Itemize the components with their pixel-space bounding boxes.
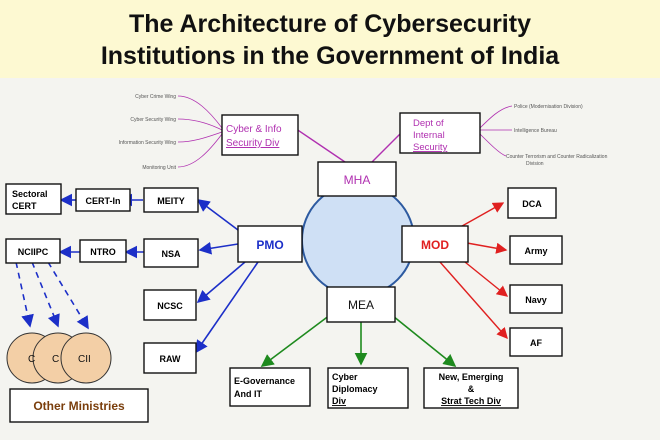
other-ministries-box: Other Ministries bbox=[9, 388, 149, 423]
cyber-security-wing: Cyber Security Wing bbox=[130, 117, 176, 123]
pmo-box: PMO bbox=[237, 225, 303, 263]
e-governance-line-1: E-Governance bbox=[234, 376, 295, 386]
navy-label: Navy bbox=[525, 295, 547, 305]
title-band bbox=[0, 0, 660, 78]
dept-internal-security-line-3: Security bbox=[413, 142, 448, 153]
mea-to-new-emerging-arrow bbox=[387, 311, 457, 368]
monitoring-unit: Monitoring Unit bbox=[142, 165, 176, 171]
cyber-info-wing-lines bbox=[177, 95, 223, 168]
raw-box: RAW bbox=[143, 342, 197, 374]
dca-label: DCA bbox=[522, 199, 542, 209]
cii-circles: C C CII bbox=[6, 332, 112, 384]
new-emerging-line-1: New, Emerging bbox=[439, 372, 504, 382]
cii-circle-1-label: C bbox=[28, 354, 35, 365]
nsa-box: NSA bbox=[143, 238, 199, 268]
pmo-links bbox=[58, 193, 259, 354]
army-box: Army bbox=[509, 235, 563, 265]
internal-security-unit-lines bbox=[479, 105, 513, 157]
mha-links bbox=[278, 117, 413, 163]
pmo-to-raw-arrow bbox=[195, 261, 259, 354]
ncsc-label: NCSC bbox=[157, 301, 183, 311]
counter-terrorism-division-suffix: Division bbox=[526, 161, 544, 167]
intelligence-bureau: Intelligence Bureau bbox=[514, 128, 557, 134]
mea-label: MEA bbox=[348, 298, 374, 312]
cyber-diplomacy-line-3: Div bbox=[332, 396, 346, 406]
nsa-label: NSA bbox=[161, 249, 181, 259]
dept-internal-security-line-2: Internal bbox=[413, 130, 445, 141]
cyber-info-div-line-1: Cyber & Info bbox=[226, 124, 282, 135]
dept-internal-security-box: Dept of Internal Security bbox=[399, 112, 481, 154]
title-line-1: The Architecture of Cybersecurity bbox=[129, 10, 531, 38]
raw-label: RAW bbox=[160, 354, 182, 364]
pmo-to-ncsc-arrow bbox=[196, 261, 246, 304]
nciipc-dashed-links bbox=[15, 261, 89, 330]
cyber-diplomacy-line-2: Diplomacy bbox=[332, 384, 378, 394]
cyber-info-div-line-2: Security Div bbox=[226, 138, 279, 149]
cyber-crime-wing: Cyber Crime Wing bbox=[135, 94, 176, 100]
new-emerging-line-2: & bbox=[468, 384, 475, 394]
counter-terrorism-division: Counter Terrorism and Counter Radicaliza… bbox=[506, 154, 608, 160]
internal-security-units: Police (Modernisation Division) Intellig… bbox=[506, 104, 608, 167]
meity-box: MEITY bbox=[143, 187, 199, 213]
mod-to-army-arrow bbox=[466, 242, 508, 254]
nciipc-box: NCIIPC bbox=[5, 238, 61, 264]
pmo-to-nsa-arrow bbox=[198, 241, 239, 255]
mod-links bbox=[439, 202, 509, 340]
pmo-label: PMO bbox=[256, 238, 283, 252]
cyber-diplomacy-line-1: Cyber bbox=[332, 372, 358, 382]
ntro-box: NTRO bbox=[79, 239, 127, 263]
new-emerging-box: New, Emerging & Strat Tech Div bbox=[423, 367, 519, 409]
sectoral-cert-box: Sectoral CERT bbox=[5, 183, 62, 215]
mea-to-e-governance-arrow bbox=[260, 311, 335, 367]
cii-circle-2-label: C bbox=[52, 354, 59, 365]
navy-box: Navy bbox=[509, 284, 563, 314]
meity-label: MEITY bbox=[157, 196, 185, 206]
mea-box: MEA bbox=[326, 286, 396, 323]
sectoral-cert-line-1: Sectoral bbox=[12, 189, 48, 199]
dca-box: DCA bbox=[507, 187, 557, 219]
ncsc-box: NCSC bbox=[143, 289, 197, 321]
title-line-2: Institutions in the Government of India bbox=[101, 42, 560, 70]
mha-box: MHA bbox=[317, 161, 397, 197]
cyber-diplomacy-box: Cyber Diplomacy Div bbox=[327, 367, 409, 409]
e-governance-box: E-Governance And IT bbox=[229, 367, 311, 407]
mha-label: MHA bbox=[344, 173, 371, 187]
police-modernisation-division: Police (Modernisation Division) bbox=[514, 104, 583, 110]
nciipc-label: NCIIPC bbox=[18, 247, 49, 257]
cert-in-label: CERT-In bbox=[86, 196, 121, 206]
cyber-info-wings: Cyber Crime Wing Cyber Security Wing Inf… bbox=[119, 94, 177, 171]
cii-circle-3-label: CII bbox=[78, 354, 91, 365]
af-box: AF bbox=[509, 327, 563, 357]
other-ministries-label: Other Ministries bbox=[33, 399, 125, 413]
mod-to-navy-arrow bbox=[459, 257, 509, 297]
e-governance-line-2: And IT bbox=[234, 389, 262, 399]
new-emerging-line-3: Strat Tech Div bbox=[441, 396, 501, 406]
cyber-info-security-div-box: Cyber & Info Security Div bbox=[221, 114, 299, 156]
sectoral-cert-line-2: CERT bbox=[12, 201, 37, 211]
army-label: Army bbox=[524, 246, 547, 256]
af-label: AF bbox=[530, 338, 542, 348]
dept-internal-security-line-1: Dept of bbox=[413, 118, 444, 129]
cii-circle-3 bbox=[60, 332, 112, 384]
mod-label: MOD bbox=[421, 238, 449, 252]
pmo-to-meity-arrow bbox=[196, 199, 239, 231]
central-hub-circle bbox=[301, 183, 415, 297]
ntro-label: NTRO bbox=[90, 247, 116, 257]
cert-in-box: CERT-In bbox=[75, 188, 131, 212]
mea-links bbox=[260, 311, 457, 368]
mod-to-af-arrow bbox=[439, 261, 508, 340]
mod-box: MOD bbox=[401, 225, 469, 263]
information-security-wing: Information Security Wing bbox=[119, 140, 176, 146]
